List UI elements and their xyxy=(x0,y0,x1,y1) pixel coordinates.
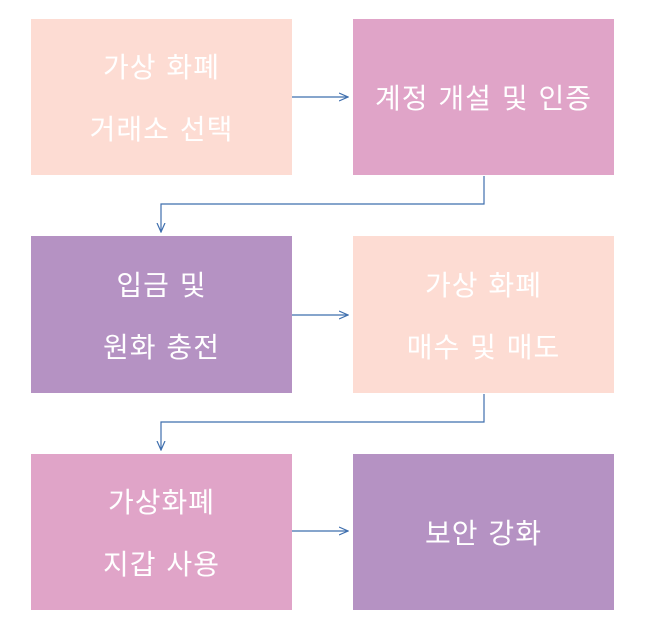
step-box-wallet-use: 가상화폐 지갑 사용 xyxy=(31,454,292,610)
step-box-account-verification: 계정 개설 및 인증 xyxy=(353,19,614,175)
step-box-security: 보안 강화 xyxy=(353,454,614,610)
step-label-line: 입금 및 xyxy=(116,268,207,302)
step-label-line: 가상화폐 xyxy=(107,486,216,519)
step-label-line: 지갑 사용 xyxy=(103,548,220,581)
step-box-buy-sell: 가상 화폐 매수 및 매도 xyxy=(353,236,614,393)
step-label-line: 계정 개설 및 인증 xyxy=(374,82,593,115)
step-box-exchange-selection: 가상 화폐 거래소 선택 xyxy=(31,19,292,175)
step-label-line: 매수 및 매도 xyxy=(406,330,561,364)
arrow-step2-to-step3 xyxy=(161,176,485,232)
arrow-step4-to-step5 xyxy=(161,394,485,450)
step-label-line: 원화 충전 xyxy=(103,330,220,364)
step-label-line: 가상 화폐 xyxy=(103,51,220,84)
step-label-line: 가상 화폐 xyxy=(425,268,542,302)
step-label-line: 거래소 선택 xyxy=(89,113,234,146)
step-box-deposit-charge: 입금 및 원화 충전 xyxy=(31,236,292,393)
step-label-line: 보안 강화 xyxy=(425,517,542,550)
